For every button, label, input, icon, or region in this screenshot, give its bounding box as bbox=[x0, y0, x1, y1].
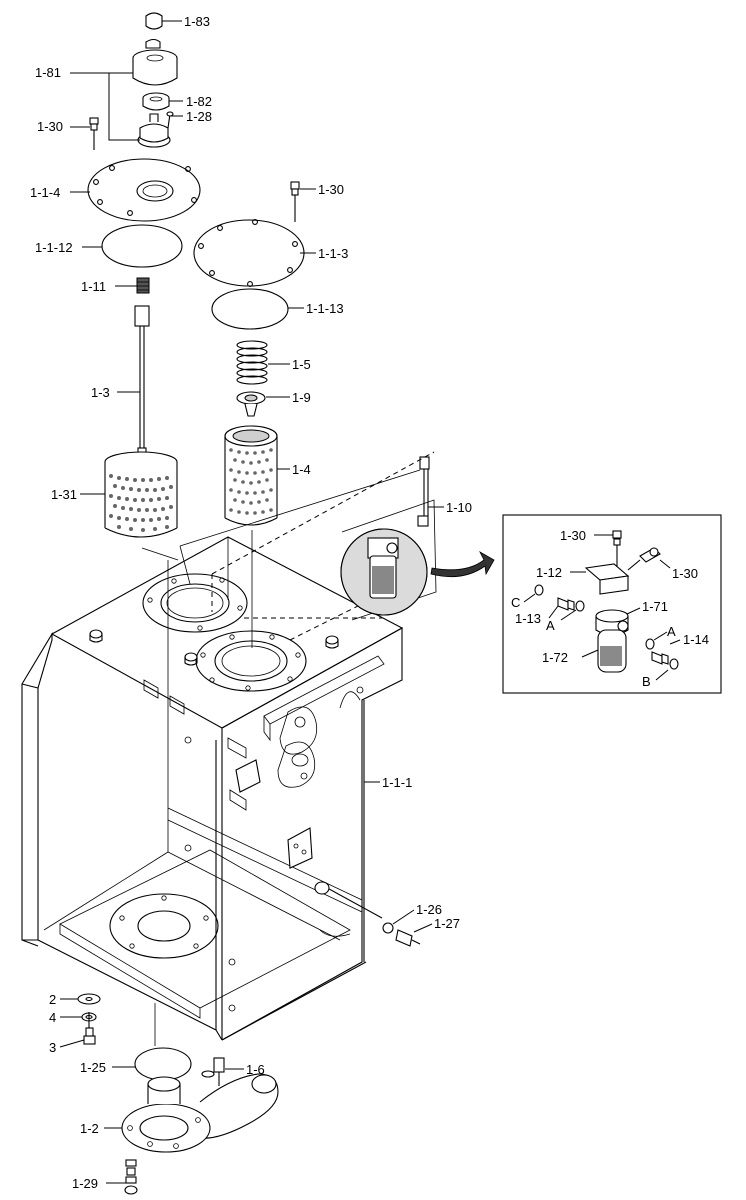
inset-label-B: B bbox=[642, 674, 651, 689]
label-1-82: 1-82 bbox=[186, 94, 212, 109]
detail-inset-panel bbox=[502, 514, 722, 694]
level-gauge-1-10 bbox=[417, 456, 430, 527]
label-1-1-13: 1-1-13 bbox=[306, 301, 344, 316]
bolt-1-30-left bbox=[89, 117, 99, 150]
spring-1-11 bbox=[136, 277, 150, 294]
bolt-1-29 bbox=[124, 1159, 138, 1195]
label-2: 2 bbox=[49, 992, 56, 1007]
gasket-1-1-12 bbox=[101, 224, 183, 268]
suction-pipe-1-2 bbox=[121, 1073, 279, 1153]
label-1-1-3: 1-1-3 bbox=[318, 246, 348, 261]
filter-element-1-4 bbox=[224, 425, 278, 526]
part-labels: 1-83 1-81 1-82 1-28 1-30 1-1-4 1-30 1-1-… bbox=[30, 14, 709, 1191]
leader-lines bbox=[59, 72, 681, 1184]
plug-1-6 bbox=[201, 1057, 225, 1086]
inset-label-A: A bbox=[546, 618, 555, 633]
label-1-4: 1-4 bbox=[292, 462, 311, 477]
inset-label-1-14: 1-14 bbox=[683, 632, 709, 647]
label-1-1-12: 1-1-12 bbox=[35, 240, 73, 255]
label-1-6: 1-6 bbox=[246, 1062, 265, 1077]
label-1-30: 1-30 bbox=[318, 182, 344, 197]
label-4: 4 bbox=[49, 1010, 56, 1025]
inset-label-1-13: 1-13 bbox=[515, 611, 541, 626]
rod-1-3 bbox=[134, 305, 150, 463]
inset-label-1-71: 1-71 bbox=[642, 599, 668, 614]
inset-label-1-30: 1-30 bbox=[672, 566, 698, 581]
label-1-10: 1-10 bbox=[446, 500, 472, 515]
label-1-81: 1-81 bbox=[35, 65, 61, 80]
arrow-icon bbox=[430, 550, 495, 578]
label-1-11: 1-11 bbox=[81, 279, 106, 294]
label-1-5: 1-5 bbox=[292, 357, 311, 372]
adapter-fitting bbox=[137, 113, 171, 148]
label-1-83: 1-83 bbox=[184, 14, 210, 29]
cover-plate-1-1-4 bbox=[87, 158, 201, 222]
strainer-1-31 bbox=[104, 451, 178, 538]
ring-1-82 bbox=[142, 92, 170, 111]
label-1-30: 1-30 bbox=[37, 119, 63, 134]
label-1-28: 1-28 bbox=[186, 109, 212, 124]
label-1-3: 1-3 bbox=[91, 385, 110, 400]
label-1-9: 1-9 bbox=[292, 390, 311, 405]
spring-1-5 bbox=[236, 340, 268, 385]
washer-2 bbox=[77, 993, 101, 1005]
label-1-29: 1-29 bbox=[72, 1176, 98, 1191]
label-1-27: 1-27 bbox=[434, 916, 460, 931]
cover-plate-1-1-3 bbox=[193, 219, 305, 287]
label-1-1-1: 1-1-1 bbox=[382, 775, 412, 790]
label-1-31: 1-31 bbox=[51, 487, 77, 502]
valve-1-9 bbox=[236, 391, 266, 417]
label-1-26: 1-26 bbox=[416, 902, 442, 917]
gasket-1-1-13 bbox=[211, 288, 289, 330]
inset-label-1-12: 1-12 bbox=[536, 565, 562, 580]
inset-label-1-72: 1-72 bbox=[542, 650, 568, 665]
cap-1-83 bbox=[145, 12, 182, 30]
tank-body-1-1-1 bbox=[21, 536, 404, 1041]
hidden-line bbox=[211, 451, 435, 575]
breather-cap-1-81 bbox=[132, 38, 178, 86]
sensor-1-27 bbox=[382, 922, 421, 947]
gasket-1-25 bbox=[134, 1047, 192, 1081]
label-1-1-4: 1-1-4 bbox=[30, 185, 60, 200]
label-1-25: 1-25 bbox=[80, 1060, 106, 1075]
inset-label-C: C bbox=[511, 595, 520, 610]
inset-label-A: A bbox=[667, 624, 676, 639]
label-3: 3 bbox=[49, 1040, 56, 1055]
bolt-1-30-right bbox=[290, 181, 300, 222]
screw-1-28 bbox=[166, 111, 174, 129]
detail-magnifier bbox=[340, 499, 437, 621]
inset-label-1-30: 1-30 bbox=[560, 528, 586, 543]
label-1-2: 1-2 bbox=[80, 1121, 99, 1136]
